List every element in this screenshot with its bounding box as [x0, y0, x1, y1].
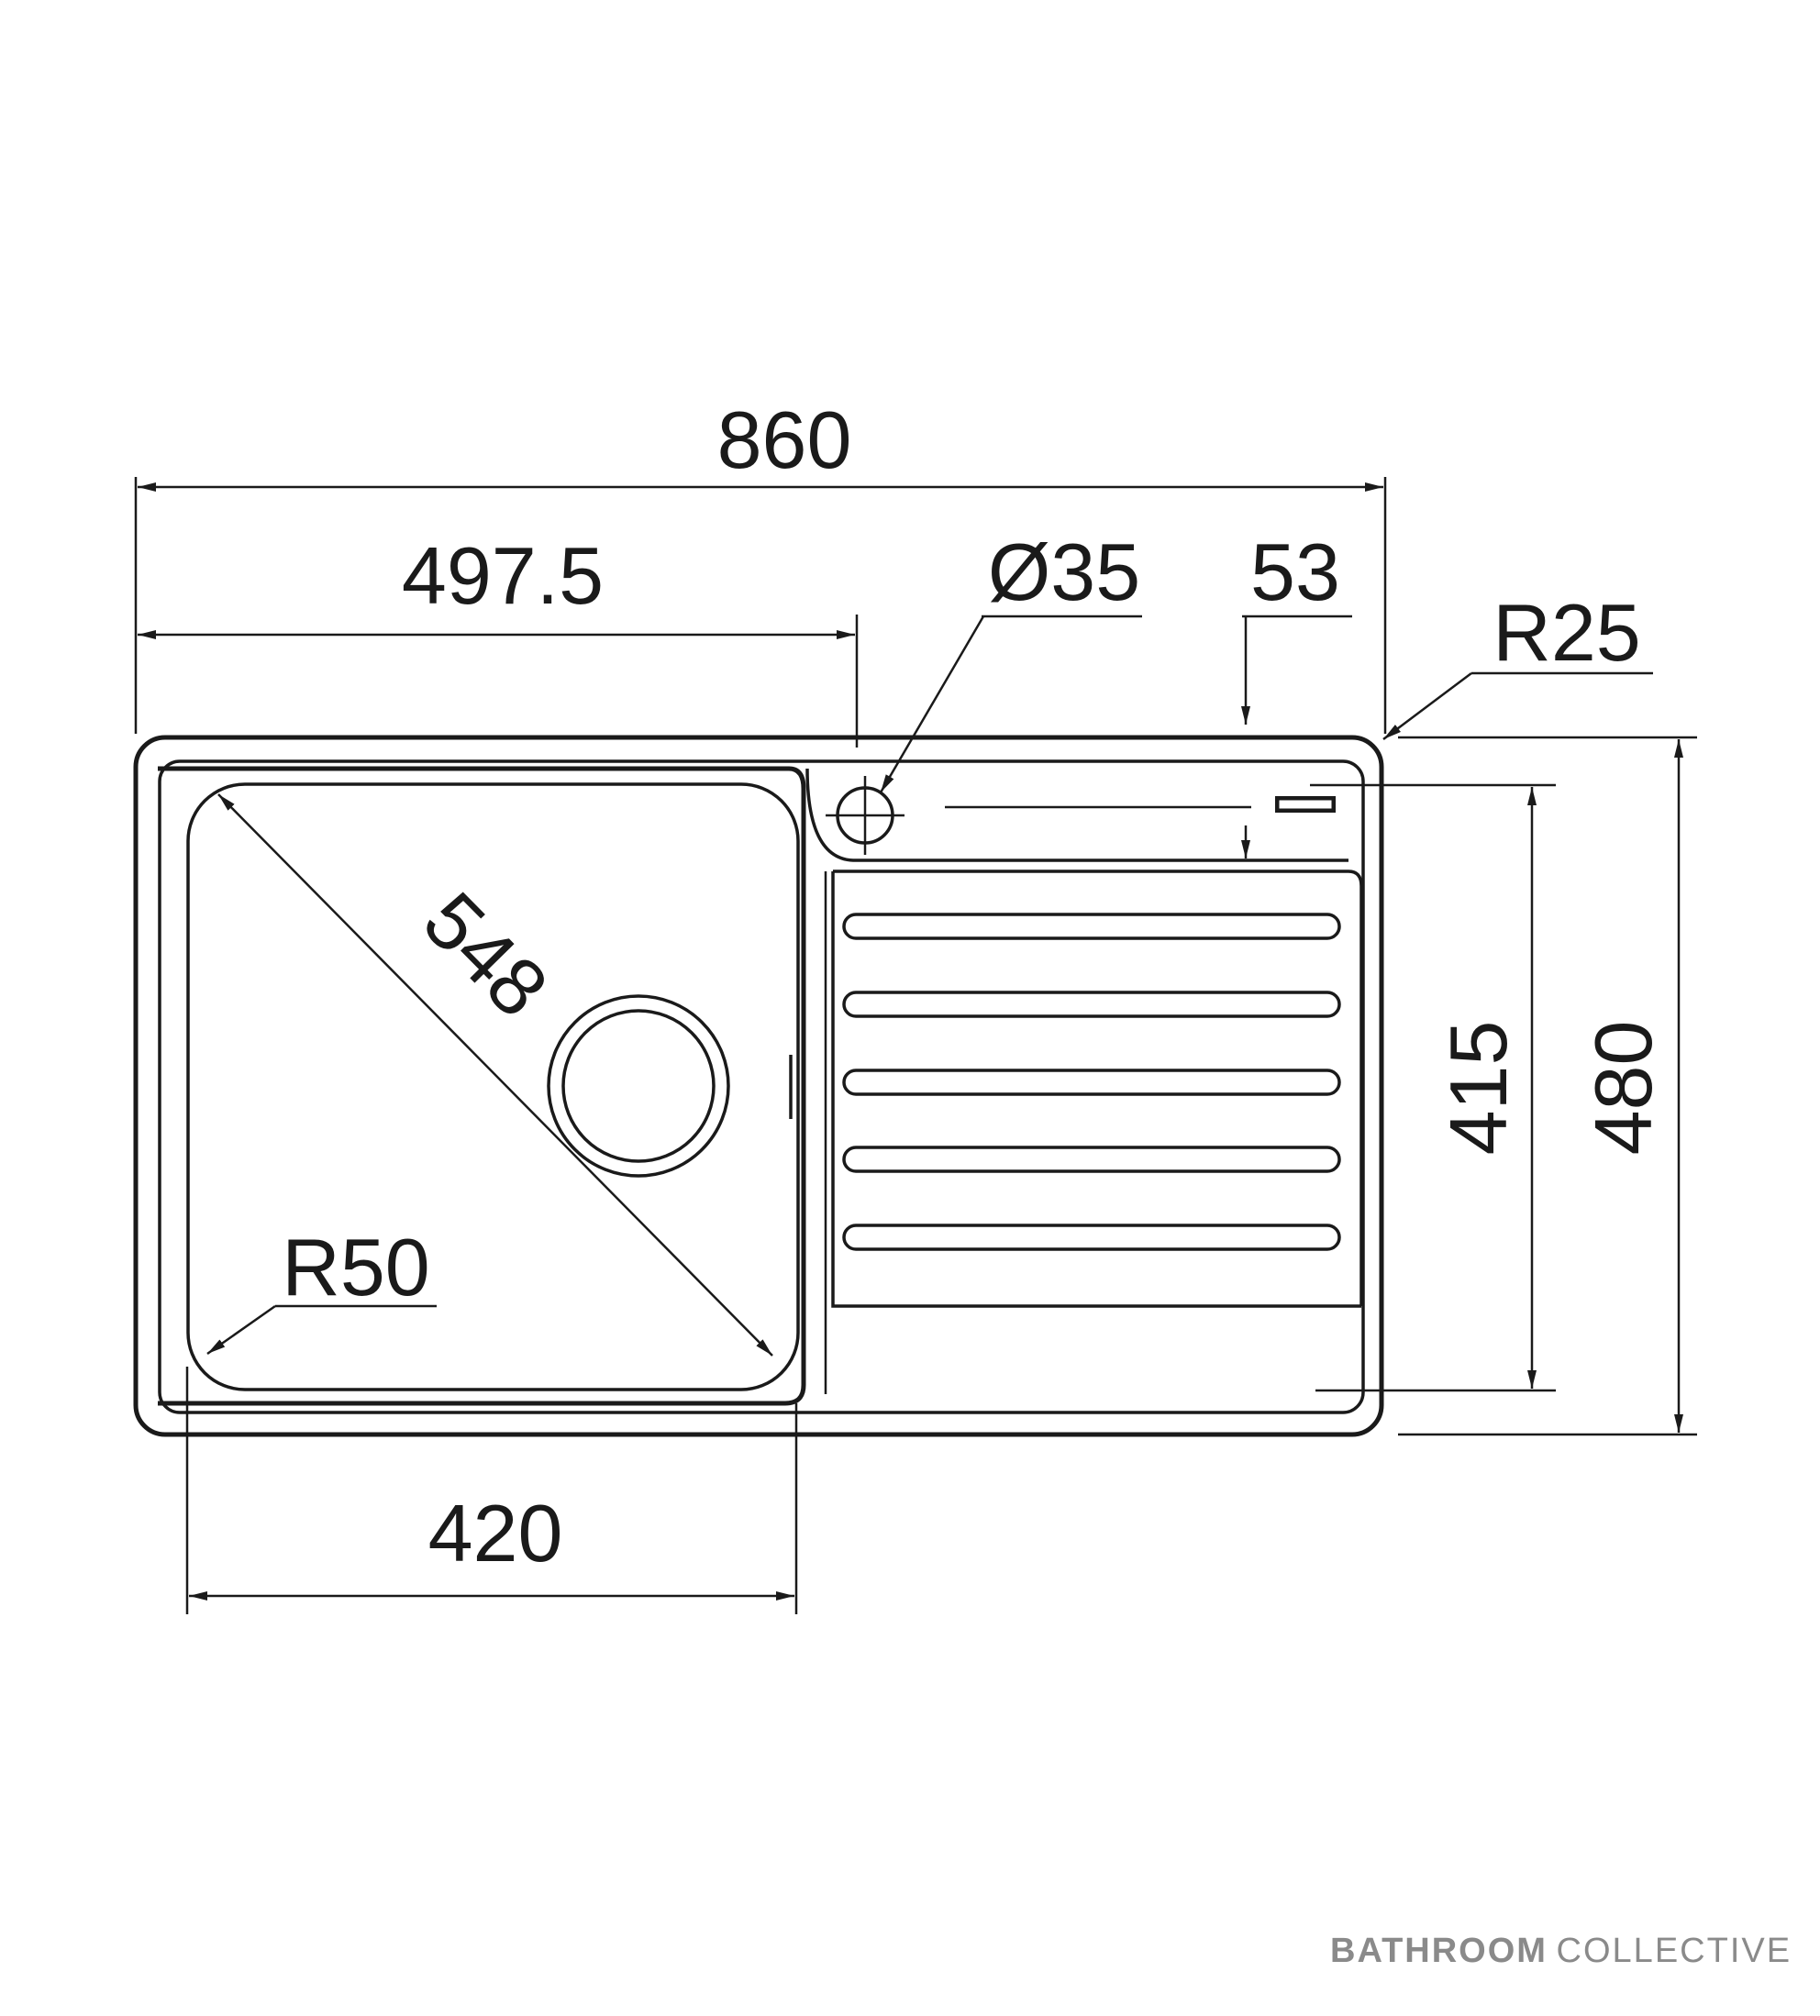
brand-logo: BATHROOM COLLECTIVE [1330, 1932, 1792, 1971]
dim-label-480: 480 [1578, 1021, 1669, 1156]
dim-label-497-5: 497.5 [402, 530, 604, 621]
drainer-groove [842, 991, 1341, 1018]
dim-label-415: 415 [1433, 1021, 1524, 1156]
drainer-groove [842, 1069, 1341, 1096]
overflow-slot [1275, 796, 1336, 813]
brand-light: COLLECTIVE [1556, 1932, 1792, 1970]
drainer-groove [842, 1224, 1341, 1251]
dimension-overall-width: 860 [134, 394, 1387, 734]
brand-bold: BATHROOM [1330, 1932, 1548, 1970]
dim-label-420: 420 [428, 1488, 563, 1578]
bowl [158, 766, 806, 1406]
drainer-groove [842, 913, 1341, 940]
dim-label-r50: R50 [282, 1222, 429, 1313]
drainer-groove [842, 1146, 1341, 1173]
dimension-outer-corner-radius: R25 [1382, 587, 1653, 740]
dim-label-53: 53 [1250, 526, 1340, 617]
dimension-tap-hole-diameter: Ø35 [879, 526, 1142, 793]
dimension-bowl-width: 420 [185, 1367, 798, 1614]
dimension-drainer-margin: 53 [945, 526, 1352, 858]
drainer-panel [824, 870, 1363, 1394]
sink-outline [133, 735, 1384, 1437]
dim-label-o35: Ø35 [988, 526, 1140, 617]
drainer-grooves [842, 913, 1341, 1251]
dimension-overall-depth: 480 [1398, 736, 1697, 1436]
dimension-inner-depth: 415 [1310, 783, 1556, 1392]
dimension-tap-hole-offset: 497.5 [138, 530, 859, 748]
dimension-bowl-corner-radius: R50 [206, 1222, 437, 1356]
tap-hole [826, 776, 904, 855]
dim-label-r25: R25 [1493, 587, 1640, 678]
dim-label-860: 860 [717, 394, 852, 485]
drain-waste [547, 994, 730, 1178]
